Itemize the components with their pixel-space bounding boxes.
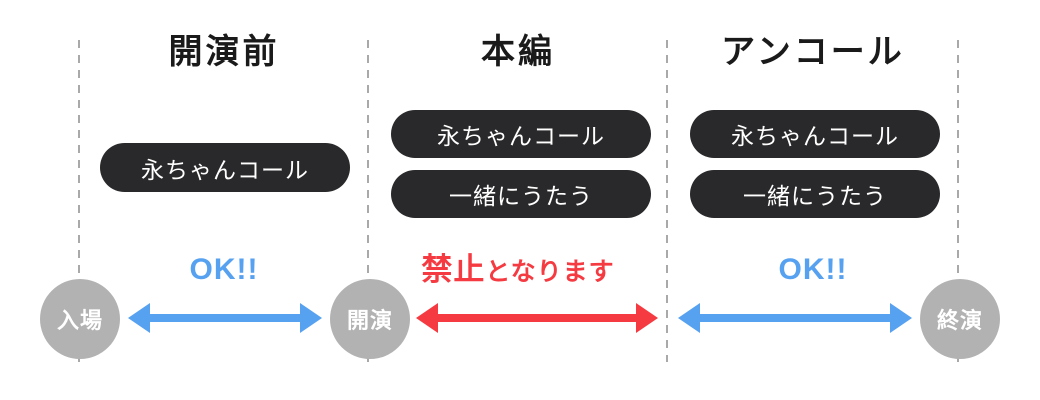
arrowhead-right-icon	[300, 303, 322, 333]
badge-pill-eichan-call: 永ちゃんコール	[690, 110, 940, 158]
status-ok-encore: OK!!	[778, 253, 848, 286]
status-ok-before-show: OK!!	[189, 253, 259, 286]
section-divider	[367, 40, 369, 362]
arrowhead-left-icon	[678, 303, 700, 333]
timeline-node-show-end: 終演	[920, 279, 1000, 359]
section-title-encore: アンコール	[721, 33, 905, 71]
section-title-before-show: 開演前	[168, 33, 280, 71]
badge-pill-sing-along: 一緒にうたう	[690, 170, 940, 218]
section-divider	[78, 40, 80, 362]
status-prohibited-main-show: 禁止となります	[368, 252, 668, 288]
arrow-shaft	[438, 314, 636, 322]
badge-pill-eichan-call: 永ちゃんコール	[391, 110, 651, 158]
section-divider	[666, 40, 668, 362]
timeline-node-entry: 入場	[40, 279, 120, 359]
badge-pill-eichan-call: 永ちゃんコール	[100, 143, 350, 192]
ok-range-arrow-encore	[678, 303, 912, 333]
arrow-shaft	[700, 314, 890, 322]
arrowhead-right-icon	[636, 303, 658, 333]
arrowhead-right-icon	[890, 303, 912, 333]
section-divider	[957, 40, 959, 362]
badge-pill-sing-along: 一緒にうたう	[391, 170, 651, 218]
arrowhead-left-icon	[416, 303, 438, 333]
ok-range-arrow-before-show	[128, 303, 322, 333]
status-prohibited-suffix-text: となります	[485, 258, 615, 286]
timeline-node-show-start: 開演	[330, 279, 410, 359]
status-prohibited-strong-text: 禁止	[421, 252, 486, 287]
arrowhead-left-icon	[128, 303, 150, 333]
arrow-shaft	[150, 314, 300, 322]
section-title-main-show: 本編	[481, 33, 555, 71]
prohibited-range-arrow-main-show	[416, 303, 658, 333]
